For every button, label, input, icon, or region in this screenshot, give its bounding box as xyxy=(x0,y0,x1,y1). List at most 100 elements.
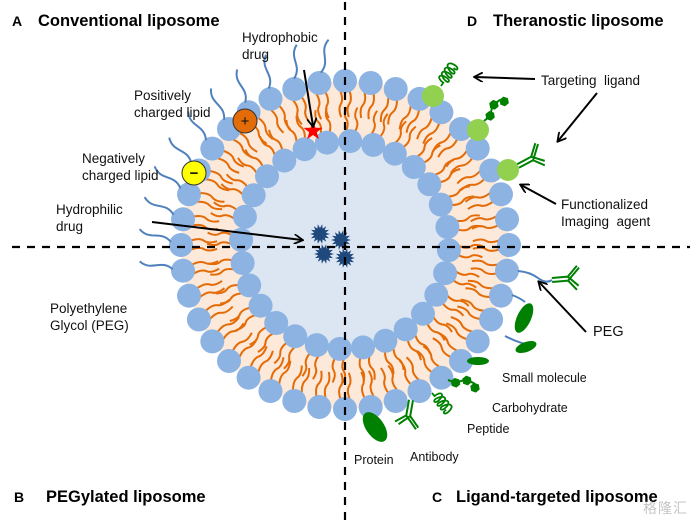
peg-chain xyxy=(319,39,330,74)
lipid-tail xyxy=(323,371,331,399)
lipid-tail xyxy=(257,350,274,373)
lipid-tail xyxy=(285,120,298,142)
lipid-tail xyxy=(467,279,493,290)
head-group xyxy=(230,251,255,275)
lipid-tail xyxy=(472,238,500,244)
lipid-tail xyxy=(229,306,251,322)
lipid-tail xyxy=(257,332,274,353)
head-group xyxy=(465,136,490,161)
carbohydrate-ring xyxy=(470,382,480,393)
lipid-tail xyxy=(451,195,475,206)
label-antibody: Antibody xyxy=(410,450,459,464)
lipid-tail xyxy=(449,157,474,174)
arrow-hydrophilic-drug xyxy=(151,221,302,240)
label-protein: Protein xyxy=(354,453,394,467)
targeting-ligand-helix xyxy=(438,62,459,87)
panel-b-letter: B xyxy=(14,489,25,505)
head-group xyxy=(373,328,398,353)
lipid-tail xyxy=(210,212,235,220)
carbohydrate-ring xyxy=(489,99,499,110)
head-group xyxy=(429,365,454,390)
lipid-tail xyxy=(445,322,468,341)
head-group xyxy=(241,183,266,208)
head-group xyxy=(171,258,195,283)
lipid-tail xyxy=(464,192,491,203)
quadrant-dividers xyxy=(12,2,690,520)
head-group xyxy=(232,204,257,229)
head-group xyxy=(255,164,279,189)
head-group xyxy=(248,293,273,318)
lipid-tail xyxy=(331,358,336,383)
lipid-tail xyxy=(370,110,378,135)
lipid-tail xyxy=(416,117,433,140)
negative-lipid xyxy=(181,160,207,186)
lipid-tail xyxy=(360,371,366,399)
lipid-tail xyxy=(315,370,323,397)
peg-chains xyxy=(138,39,553,347)
peg-chain xyxy=(235,69,247,103)
head-group xyxy=(200,329,225,354)
lipid-tail xyxy=(455,270,480,278)
peg-chain xyxy=(153,165,182,189)
lipid-tail xyxy=(432,316,453,333)
ligands xyxy=(362,62,580,442)
lipid-tail xyxy=(406,339,422,361)
lipid-tail xyxy=(448,185,470,198)
label-peptide: Peptide xyxy=(467,422,510,436)
lipid-tail xyxy=(456,214,480,223)
lipid-tail xyxy=(199,192,225,203)
lipid-tail xyxy=(300,96,310,123)
lipid-tail xyxy=(292,99,303,126)
targeting-ligand-carbohydrate xyxy=(483,96,509,122)
head-group xyxy=(383,77,408,101)
head-group xyxy=(282,389,307,413)
head-group xyxy=(495,207,519,232)
lipid-tail xyxy=(465,287,491,298)
head-group xyxy=(495,258,519,283)
lipid-tail xyxy=(270,357,285,381)
peg-chain xyxy=(138,228,172,243)
lipid-tail xyxy=(292,365,303,391)
lipid-tail xyxy=(216,316,241,333)
lipid-tail xyxy=(414,334,431,355)
panel-d-text: Theranostic liposome xyxy=(493,12,664,30)
lipid-tail xyxy=(225,173,248,188)
lipid-tail xyxy=(278,360,292,385)
lipid-tail xyxy=(398,105,412,130)
label-carbohydrate: Carbohydrate xyxy=(492,401,568,415)
lipid-tail xyxy=(197,200,223,211)
head-group xyxy=(264,311,289,335)
lipid-tail xyxy=(358,357,366,383)
ligand-antibody-peg xyxy=(551,265,580,291)
lipid-tail xyxy=(257,116,274,141)
peg-tether xyxy=(517,270,553,283)
head-group xyxy=(393,317,418,342)
arrow-targeting-ligand xyxy=(475,77,536,79)
peg-chain xyxy=(187,111,207,141)
head-group xyxy=(177,182,201,207)
lipid-tail xyxy=(387,364,398,391)
lipid-tail xyxy=(380,367,390,394)
lipid-tail xyxy=(367,93,375,120)
lipid-tail xyxy=(367,356,376,380)
arrow-targeting-ligand-2 xyxy=(558,92,598,141)
head-group xyxy=(169,233,193,257)
negative-sign: − xyxy=(190,165,199,182)
lipid-tails xyxy=(190,90,500,400)
head-group xyxy=(401,155,426,179)
label-negatively-charged-lipid: Negatively charged lipid xyxy=(82,151,159,183)
head-group xyxy=(465,329,490,354)
helix-line xyxy=(438,62,459,87)
lipid-tail xyxy=(387,99,398,125)
head-group xyxy=(358,71,383,95)
lipid-tail xyxy=(209,305,234,320)
head-group xyxy=(307,395,332,419)
arrow-imaging-agent xyxy=(521,185,557,205)
lipid-tail xyxy=(402,125,417,148)
lipid-tail xyxy=(416,349,433,374)
head-group xyxy=(358,395,383,419)
antibody-line xyxy=(394,399,420,430)
lipid-tail xyxy=(235,314,256,331)
head-group xyxy=(327,336,352,361)
